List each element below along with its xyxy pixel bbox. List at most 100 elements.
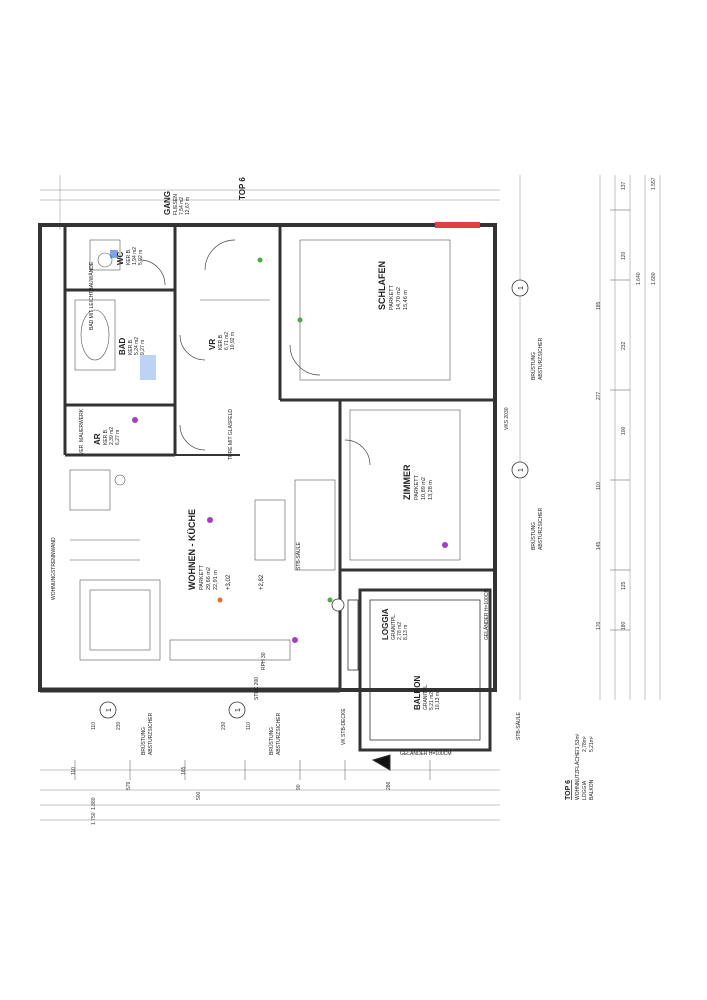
tuere-label: TÜRE MIT GLASFELD <box>227 409 234 460</box>
grid-mark-label: 1 <box>518 468 525 472</box>
mauerwerk-label: VER. MAUERWERK <box>79 408 85 455</box>
brustung-label: BRÜSTUNG <box>530 522 537 550</box>
room-area: 6,71 m2 <box>224 332 230 350</box>
elevation-label: +2,82 <box>259 574 265 590</box>
room-name: WOHNEN - KÜCHE <box>187 509 197 590</box>
room-gang: GANG FLIESEN 7,54 m2 12,67 m <box>163 191 191 215</box>
room-area: 7,54 m2 <box>179 197 185 215</box>
room-name: WC <box>116 251 125 265</box>
stb-saeule-label: STB-SÄULE <box>515 712 522 740</box>
room-floor: KER.B. <box>126 249 132 265</box>
construction-lines <box>40 175 661 821</box>
room-floor: GRANITPL. <box>391 614 397 640</box>
dim-left: 110 <box>71 767 77 775</box>
summary-value: 5,21m² <box>589 736 595 752</box>
dim-bottom: 1.880 <box>91 797 97 810</box>
summary-title: TOP 6 <box>565 780 572 800</box>
dimension-labels: 110 230 230 110 165 110 579 90 1.880 1.7… <box>71 177 657 825</box>
stb-decke-label: VK STB-DECKE <box>341 708 347 745</box>
room-perimeter: 9,27 m <box>140 340 146 355</box>
dim-bottom: 500 <box>196 791 202 800</box>
annotations: TOP 6 VKS 2030 BRÜSTUNG ABSTURZSICHER BR… <box>51 177 544 757</box>
brustung-label: BRÜSTUNG <box>140 727 147 755</box>
room-vr: VR KER.B. 6,71 m2 10,92 m <box>208 332 236 350</box>
dim-right: 170 <box>596 621 602 630</box>
room-floor: PARKETT <box>414 474 420 500</box>
room-wc: WC KER.B. 1,94 m2 5,92 m <box>116 247 144 265</box>
room-schlafen: SCHLAFEN PARKETT 14,70 m2 15,46 m <box>377 261 409 310</box>
grid-mark-label: 1 <box>518 286 525 290</box>
room-name: GANG <box>163 191 172 215</box>
room-wohnen: WOHNEN - KÜCHE PARKETT 29,66 m2 22,91 m <box>187 509 219 590</box>
room-name: VR <box>208 339 217 350</box>
summary-box: TOP 6 WOHNNUTZFLÄCHE 71,53m² LOGGIA 2,78… <box>565 733 595 800</box>
grid-mark-circle <box>228 701 246 719</box>
room-area: 2,39 m2 <box>109 427 115 445</box>
summary-label: LOGGIA <box>582 780 588 800</box>
room-area: 14,70 m2 <box>396 287 402 310</box>
room-floor: PARKETT <box>199 564 205 590</box>
dim-left: 110 <box>91 722 97 730</box>
room-area: 10,89 m2 <box>421 477 427 500</box>
dim-right: 110 <box>596 482 602 490</box>
grid-mark-label: 1 <box>235 708 242 712</box>
room-name: LOGGIA <box>381 608 390 640</box>
dim-right: 137 <box>621 181 627 190</box>
dim-right: 277 <box>596 391 602 400</box>
balcony <box>347 588 492 771</box>
room-perimeter: 10,13 m <box>435 692 441 710</box>
room-perimeter: 8,13 m <box>403 625 409 640</box>
dim-left: 165 <box>181 766 187 775</box>
room-floor: FLIESEN <box>173 194 179 215</box>
room-perimeter: 15,46 m <box>403 290 409 310</box>
summary-value: 2,78m² <box>582 736 588 752</box>
room-perimeter: 10,92 m <box>230 332 236 350</box>
absturz-label: ABSTURZSICHER <box>148 712 154 755</box>
dim-bottom: 286 <box>386 781 392 790</box>
grid-marks <box>99 279 529 719</box>
dim-right: 1.557 <box>651 177 657 190</box>
room-perimeter: 13,28 m <box>428 480 434 500</box>
room-floor: KER.B. <box>103 429 109 445</box>
summary-label: WOHNNUTZFLÄCHE <box>574 750 581 800</box>
summary-value: 71,53m² <box>575 733 581 752</box>
room-perimeter: 5,92 m <box>138 250 144 265</box>
grid-mark-circle <box>331 598 345 612</box>
dim-right: 125 <box>621 581 627 590</box>
dim-right: 180 <box>621 621 627 630</box>
gelaender-label: GELÄNDER H=100CM <box>483 588 490 640</box>
dim-right: 1.640 <box>636 272 642 285</box>
room-loggia: LOGGIA GRANITPL. 2,78 m2 8,13 m <box>381 608 409 640</box>
room-floor: GRANITPL. <box>423 684 429 710</box>
gelaender-label: GELÄNDER H=100CM <box>400 750 452 757</box>
dimension-ticks <box>74 209 630 780</box>
furniture <box>69 239 461 661</box>
room-floor: PARKETT <box>389 284 395 310</box>
stb-saeule-label: STB-SÄULE <box>295 542 302 570</box>
walls <box>38 223 497 693</box>
room-name: BAD <box>118 337 127 355</box>
dim-left: 230 <box>221 721 227 730</box>
room-perimeter: 6,27 m <box>115 430 121 445</box>
room-name: BALKON <box>413 676 422 710</box>
grid-mark-label: 1 <box>106 708 113 712</box>
dim-right: 185 <box>596 301 602 310</box>
color-accents <box>110 222 480 643</box>
room-area: 5,24 m2 <box>134 337 140 355</box>
room-area: 1,94 m2 <box>132 247 138 265</box>
dim-right: 120 <box>621 251 627 260</box>
grid-mark-circle <box>511 461 529 479</box>
room-name: ZIMMER <box>402 464 412 500</box>
wohnung-label: WOHNUNGSTRENNWAND <box>51 537 57 600</box>
grid-mark-circle <box>511 279 529 297</box>
room-ar: AR KER.B. 2,39 m2 6,27 m <box>93 427 121 445</box>
grid-mark-circle <box>99 701 117 719</box>
room-balkon: BALKON GRANITPL. 5,21 m2 10,13 m <box>413 676 441 710</box>
room-perimeter: 22,91 m <box>213 570 219 590</box>
room-area: 2,78 m2 <box>397 622 403 640</box>
dim-left: 230 <box>116 721 122 730</box>
rph-label: RPH 30 <box>261 652 267 670</box>
brustung-label: BRÜSTUNG <box>268 727 275 755</box>
room-perimeter: 12,67 m <box>185 197 191 215</box>
